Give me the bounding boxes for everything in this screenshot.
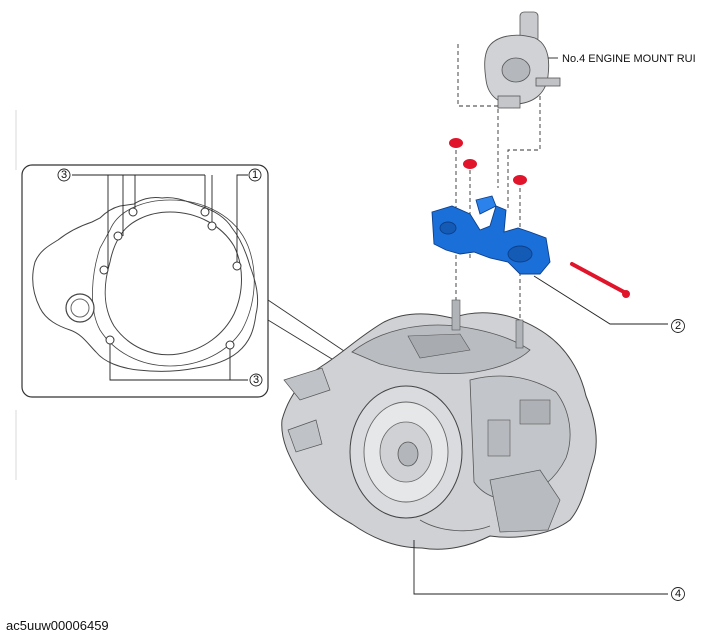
figure-id: ac5uuw00006459 [6, 618, 109, 633]
bolt-hole [232, 261, 242, 271]
bolt-hole [225, 340, 235, 350]
bolt-hole [200, 207, 210, 217]
transmission [281, 299, 597, 550]
bolts [449, 138, 630, 298]
callout-2-marker: 2 [671, 319, 685, 333]
callout-3-top: 3 [61, 169, 67, 181]
dowel-ring-inner [70, 298, 90, 318]
through-bolt [570, 262, 626, 294]
mount-bracket [431, 195, 551, 275]
engine-mount: No.4 ENGINE MOUNT RUI [484, 11, 696, 109]
callout-1-marker: 1 [248, 168, 262, 182]
leader-2 [533, 275, 668, 325]
callout-3a-marker: 3 [57, 168, 71, 182]
bolt-cap [449, 138, 463, 148]
bolt-hole [128, 207, 138, 217]
callout-2: 2 [675, 320, 681, 332]
through-bolt-head [622, 290, 630, 298]
bolt-hole [99, 265, 109, 275]
bolt-hole [105, 335, 115, 345]
bolt-holes [99, 207, 242, 350]
callout-3-bottom: 3 [253, 374, 259, 386]
callout-1: 1 [252, 169, 258, 181]
inset-leaders [72, 174, 248, 381]
callout-4: 4 [675, 588, 681, 600]
flange-outer [92, 199, 255, 367]
bolt-cap [513, 175, 527, 185]
callout-3b-marker: 3 [249, 373, 263, 387]
callout-4-marker: 4 [671, 587, 685, 601]
inset-detail: 1 3 3 [21, 164, 269, 398]
bolt-hole [113, 231, 123, 241]
bolt-cap [463, 159, 477, 169]
engine-mount-label: No.4 ENGINE MOUNT RUI [562, 53, 696, 65]
bolt-hole [207, 221, 217, 231]
leader-4 [413, 540, 668, 595]
